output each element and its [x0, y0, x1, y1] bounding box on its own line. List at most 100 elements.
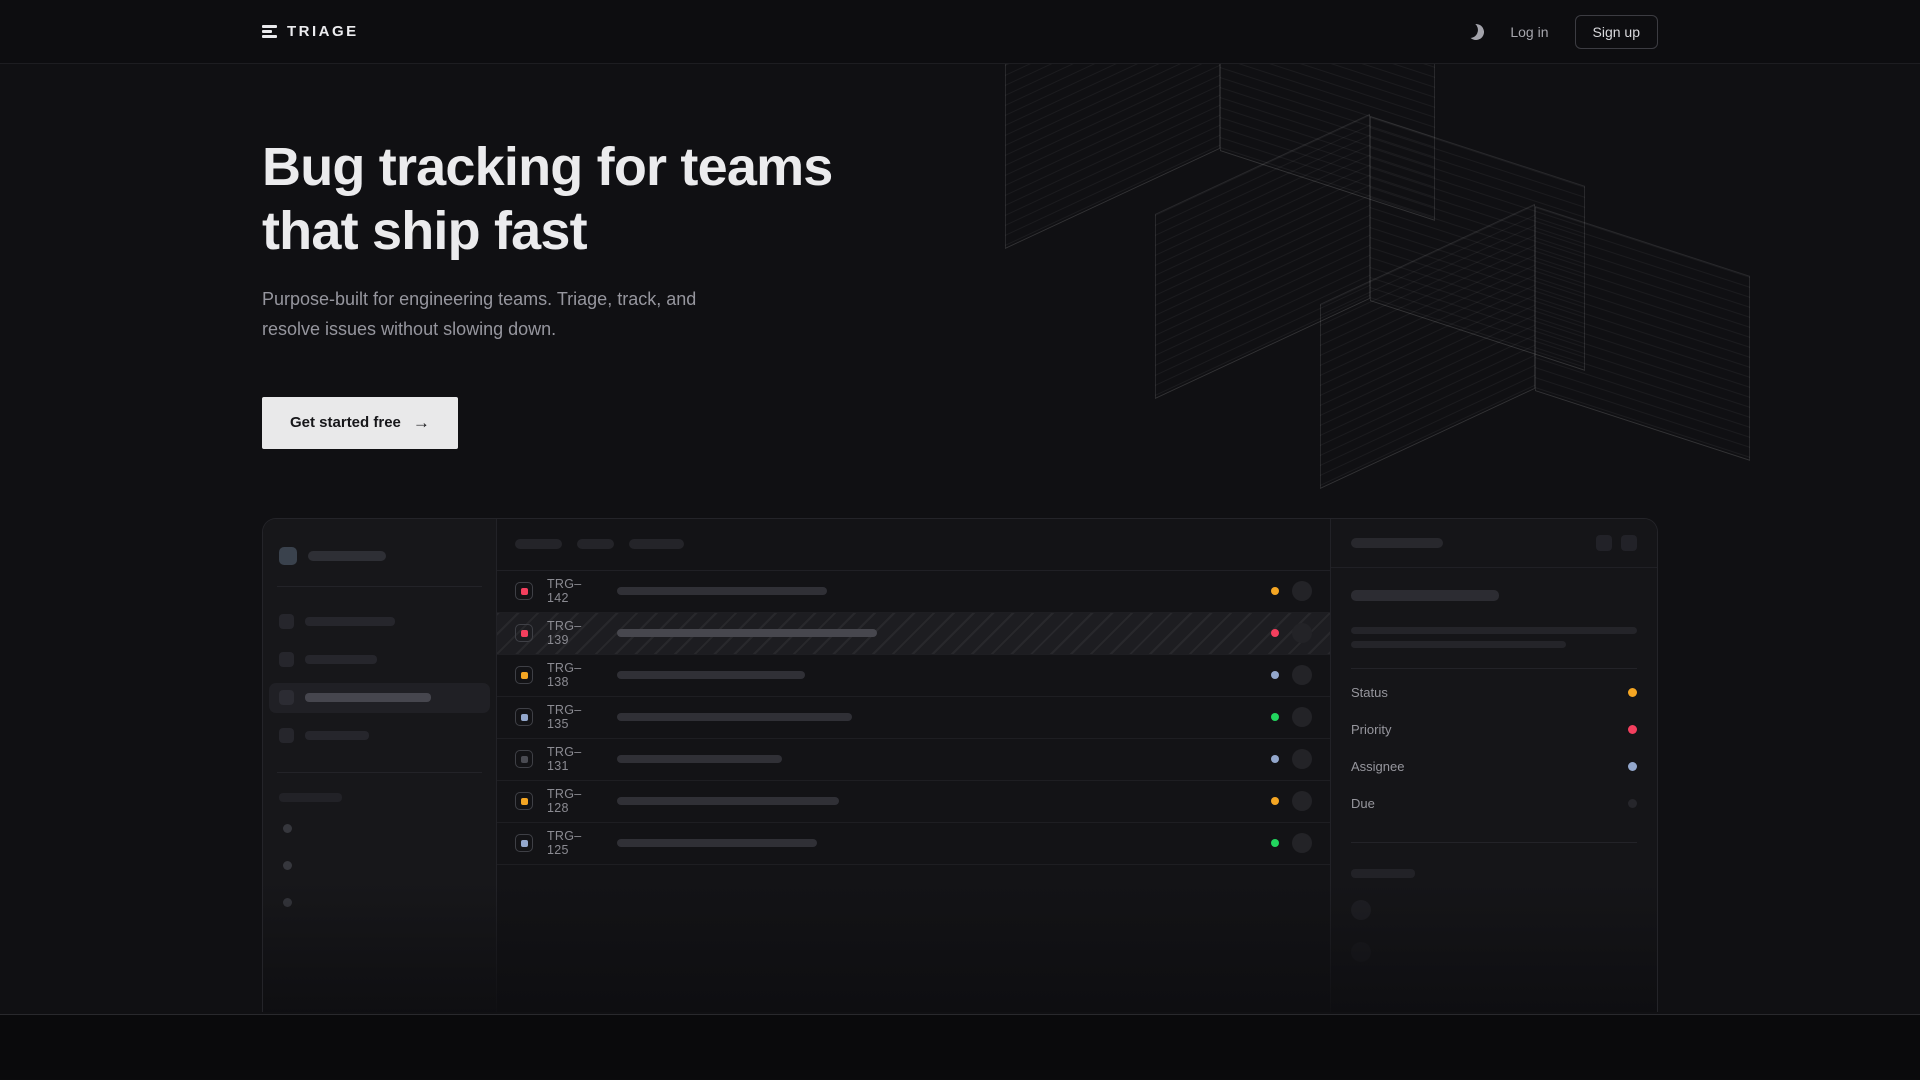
issue-id: TRG–135	[547, 703, 582, 732]
issue-row: TRG–135	[497, 697, 1330, 739]
status-icon	[515, 666, 533, 685]
priority-dot	[1271, 797, 1279, 806]
hero-subtitle: Purpose-built for engineering teams. Tri…	[262, 289, 697, 340]
get-started-button[interactable]: Get started free →	[262, 396, 458, 449]
assignee-avatar	[1292, 623, 1312, 644]
top-nav: TRIAGE Log in Sign up	[0, 0, 1920, 64]
property-row: Status	[1351, 674, 1637, 711]
status-icon	[515, 624, 533, 643]
skeleton-bar	[308, 550, 386, 561]
status-icon	[515, 792, 533, 811]
detail-section-label	[1351, 868, 1415, 878]
brand-logo[interactable]: TRIAGE	[262, 23, 359, 40]
sidebar-dot	[283, 860, 292, 870]
priority-dot	[1271, 713, 1279, 722]
issue-id: TRG–139	[547, 619, 582, 648]
property-row: Assignee	[1351, 748, 1637, 785]
detail-action-icon	[1596, 534, 1612, 551]
triage-bars-icon	[262, 25, 277, 38]
priority-dot	[1271, 839, 1279, 848]
detail-header	[1331, 519, 1657, 568]
assignee-avatar	[1292, 833, 1312, 854]
hero-section: Bug tracking for teams that ship fast Pu…	[0, 64, 1920, 1014]
assignee-avatar	[1292, 665, 1312, 686]
hero-title: Bug tracking for teams that ship fast	[262, 137, 833, 261]
property-label: Due	[1351, 795, 1375, 811]
login-link[interactable]: Log in	[1510, 23, 1549, 40]
priority-dot	[1271, 587, 1279, 596]
issue-row: TRG–131	[497, 739, 1330, 781]
priority-dot	[1271, 755, 1279, 764]
detail-title-skeleton	[1351, 589, 1499, 601]
issue-row: TRG–125	[497, 823, 1330, 865]
detail-action-icon	[1621, 534, 1637, 551]
issue-title-skeleton	[617, 797, 839, 806]
issue-row: TRG–128	[497, 781, 1330, 823]
issue-row-selected: TRG–139	[497, 612, 1330, 655]
workspace-row	[279, 546, 480, 565]
issue-title-skeleton	[617, 671, 805, 680]
status-icon	[515, 708, 533, 727]
arrow-right-icon: →	[412, 412, 430, 432]
activity-avatar	[1351, 941, 1371, 962]
property-value-dot	[1628, 724, 1637, 734]
sidebar-item-icon	[279, 652, 294, 668]
sidebar-item-icon	[279, 614, 294, 630]
issue-title-skeleton	[617, 587, 827, 596]
skeleton-bar	[1351, 537, 1443, 548]
issue-row: TRG–138	[497, 655, 1330, 697]
sidebar-dot	[283, 897, 292, 907]
property-label: Assignee	[1351, 758, 1405, 774]
property-row: Priority	[1351, 711, 1637, 748]
sidebar-item	[269, 607, 490, 637]
workspace-avatar	[279, 546, 297, 565]
status-icon	[515, 582, 533, 601]
brand-name: TRIAGE	[287, 23, 359, 40]
issue-title-skeleton	[617, 839, 817, 848]
skeleton-bar	[305, 693, 431, 703]
assignee-avatar	[1292, 707, 1312, 728]
property-value-dot	[1628, 761, 1637, 771]
filter-pill	[515, 539, 562, 550]
activity-avatar	[1351, 899, 1371, 920]
skeleton-line	[1351, 626, 1637, 634]
skeleton-bar	[305, 617, 395, 627]
sidebar-item-icon	[279, 728, 294, 744]
skeleton-bar	[305, 731, 369, 741]
property-label: Priority	[1351, 721, 1392, 737]
divider	[277, 771, 482, 773]
divider	[277, 585, 482, 587]
issue-title-skeleton	[617, 629, 877, 638]
filter-pill	[629, 539, 684, 550]
signup-button[interactable]: Sign up	[1574, 14, 1658, 49]
issue-list-header	[497, 519, 1330, 571]
sidebar-section-label	[279, 792, 342, 802]
theme-toggle-moon-icon[interactable]	[1466, 21, 1487, 42]
mockup-sidebar	[263, 518, 496, 1012]
status-icon	[515, 750, 533, 769]
sidebar-dot	[283, 823, 292, 833]
sidebar-item-icon	[279, 690, 294, 706]
property-row: Due	[1351, 785, 1637, 822]
property-value-dot	[1628, 687, 1637, 697]
property-label: Status	[1351, 684, 1388, 700]
priority-dot	[1271, 629, 1279, 638]
assignee-avatar	[1292, 581, 1312, 602]
filter-pill	[577, 539, 614, 550]
issue-row: TRG–142	[497, 571, 1330, 613]
issue-id: TRG–125	[547, 829, 582, 858]
issue-id: TRG–138	[547, 661, 582, 690]
issue-id: TRG–131	[547, 745, 582, 774]
assignee-avatar	[1292, 791, 1312, 812]
issue-title-skeleton	[617, 713, 852, 722]
sidebar-item	[269, 721, 490, 751]
sidebar-item-active	[269, 682, 490, 713]
assignee-avatar	[1292, 749, 1312, 770]
issue-title-skeleton	[617, 755, 782, 764]
sidebar-item	[269, 645, 490, 675]
skeleton-line	[1351, 640, 1566, 648]
property-value-dot	[1628, 798, 1637, 808]
